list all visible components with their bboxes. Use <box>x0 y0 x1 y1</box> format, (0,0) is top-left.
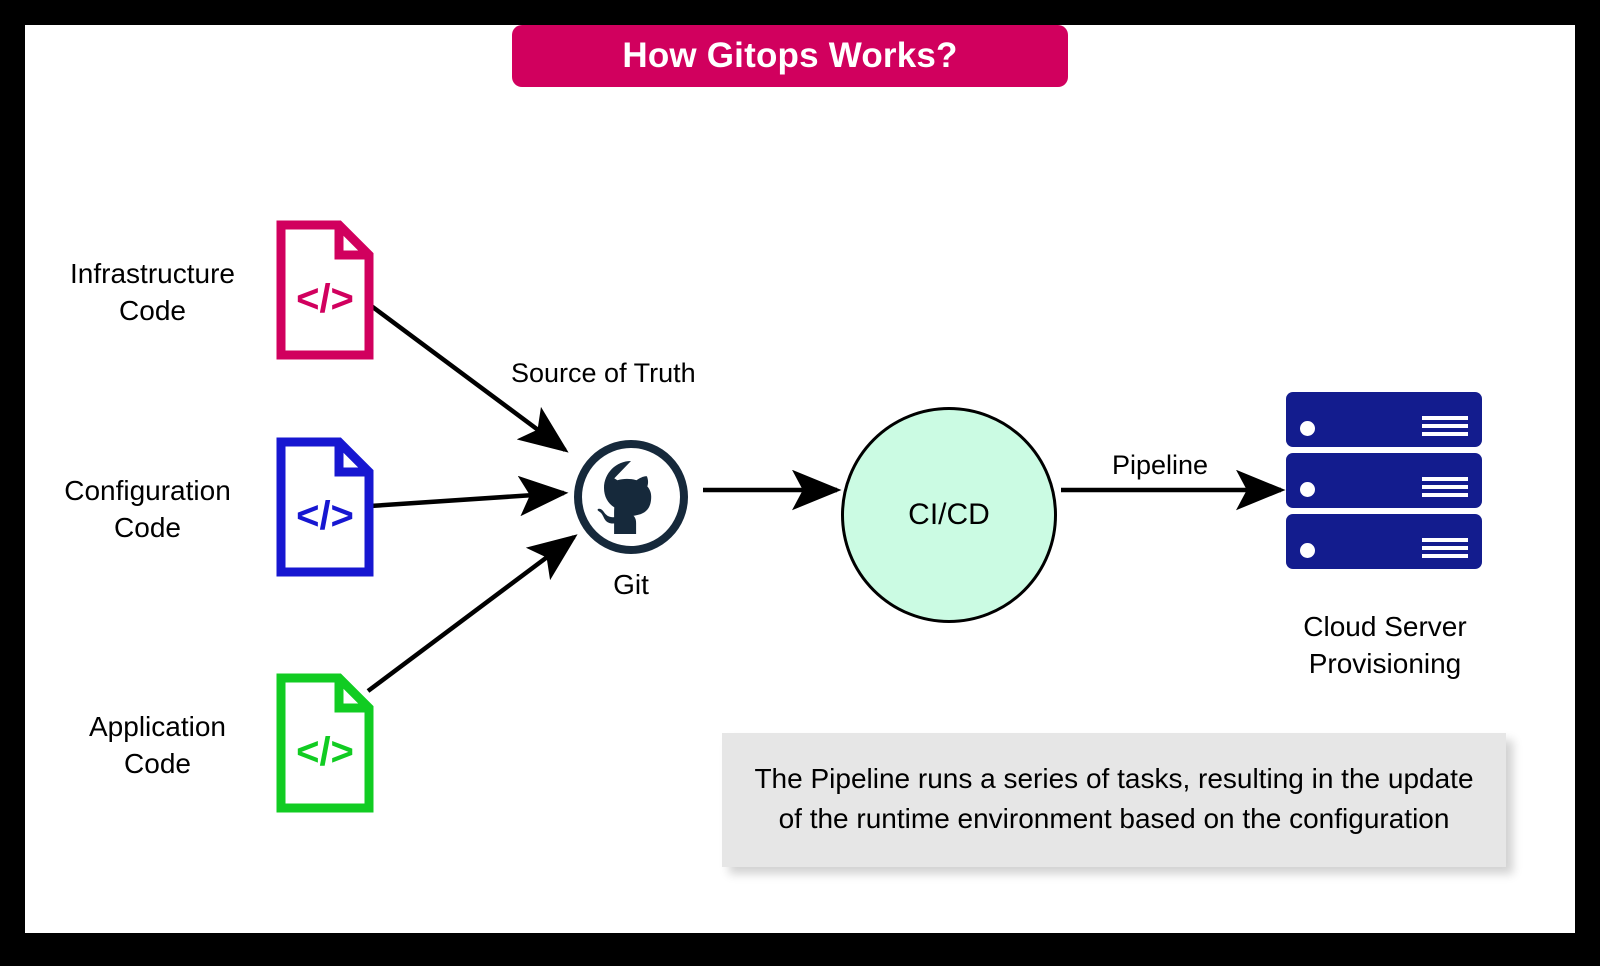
node-configuration-code[interactable]: Configuration Code </> <box>25 437 375 582</box>
arrow-configuration-to-git <box>369 475 569 517</box>
title-banner: How Gitops Works? <box>512 25 1068 87</box>
code-document-icon: </> <box>276 220 374 365</box>
code-document-icon: </> <box>276 673 374 818</box>
node-label-application-code: Application Code <box>89 710 226 779</box>
server-vents-icon <box>1422 534 1468 558</box>
svg-text:</>: </> <box>296 730 354 774</box>
code-document-icon: </> <box>276 437 374 582</box>
node-label-configuration-code: Configuration Code <box>64 474 231 543</box>
server-unit <box>1286 453 1482 508</box>
server-unit <box>1286 392 1482 447</box>
svg-text:</>: </> <box>296 277 354 321</box>
github-octocat-icon <box>574 440 688 554</box>
page-title: How Gitops Works? <box>622 36 958 75</box>
node-label-git: Git <box>613 569 649 600</box>
edge-label-source-of-truth: Source of Truth <box>511 358 696 388</box>
node-infrastructure-code[interactable]: Infrastructure Code </> <box>35 220 375 365</box>
server-led-icon <box>1300 482 1315 497</box>
server-vents-icon <box>1422 412 1468 436</box>
server-unit <box>1286 514 1482 569</box>
server-led-icon <box>1300 421 1315 436</box>
diagram-canvas: How Gitops Works? Source of Truth Pipeli… <box>25 25 1575 933</box>
node-application-code[interactable]: Application Code </> <box>45 673 375 818</box>
node-cicd[interactable]: CI/CD <box>841 407 1057 623</box>
node-label-cicd: CI/CD <box>908 498 990 531</box>
server-vents-icon <box>1422 473 1468 497</box>
server-led-icon <box>1300 543 1315 558</box>
caption-box: The Pipeline runs a series of tasks, res… <box>722 733 1506 867</box>
node-label-infrastructure-code: Infrastructure Code <box>70 257 235 326</box>
node-git[interactable] <box>571 437 691 562</box>
node-cloud-servers[interactable] <box>1286 392 1482 575</box>
arrow-application-to-git <box>366 534 578 693</box>
caption-text: The Pipeline runs a series of tasks, res… <box>754 763 1474 834</box>
edge-label-pipeline: Pipeline <box>1112 450 1209 480</box>
node-label-cloud-servers: Cloud Server Provisioning <box>1303 611 1467 679</box>
svg-text:</>: </> <box>296 494 354 538</box>
